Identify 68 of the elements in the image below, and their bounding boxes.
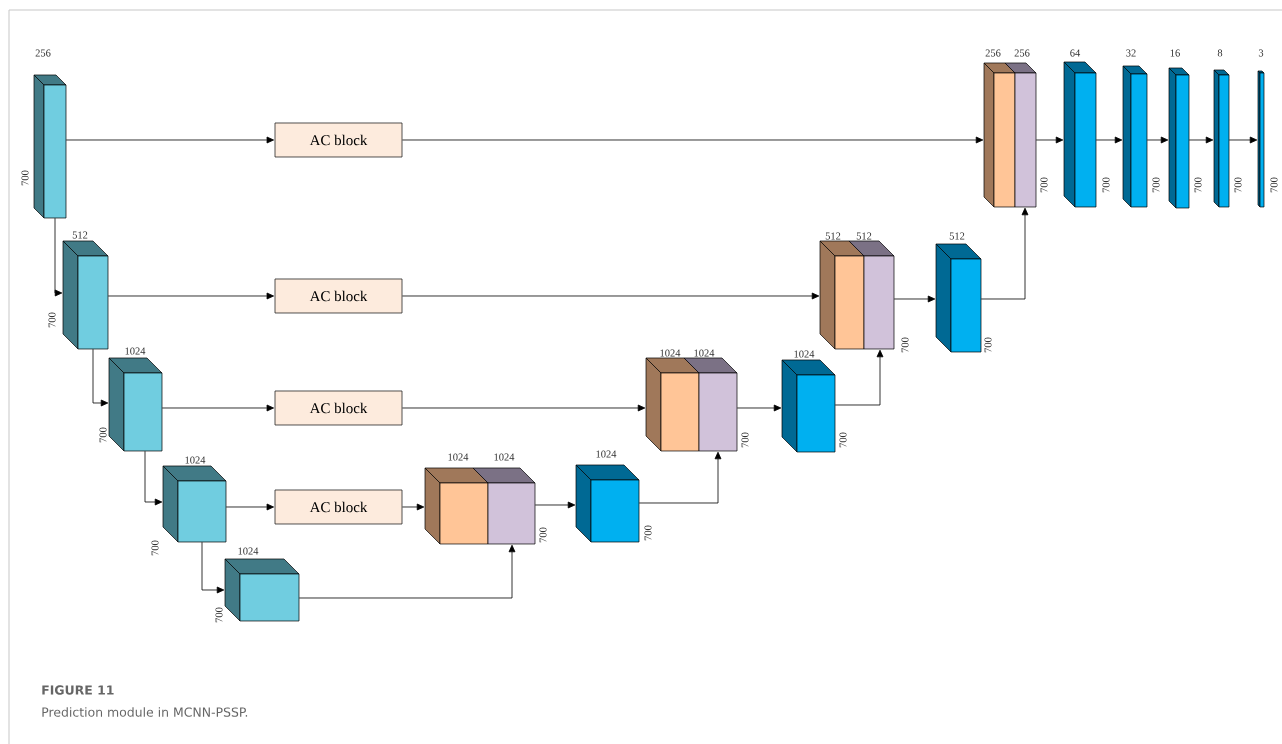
channel-label: 512 bbox=[72, 231, 88, 239]
arrow bbox=[144, 450, 163, 506]
channel-label: 256 bbox=[35, 49, 51, 57]
figure-title: FIGURE 11 bbox=[42, 685, 114, 695]
arrow bbox=[107, 292, 274, 300]
arrow bbox=[161, 404, 274, 412]
arrow bbox=[225, 503, 274, 511]
length-label: 700 bbox=[151, 540, 159, 556]
channel-label: 64 bbox=[1070, 49, 1081, 57]
channel-label: 512 bbox=[856, 232, 872, 240]
arrow bbox=[92, 348, 109, 407]
length-label: 700 bbox=[1270, 177, 1278, 193]
length-label: 700 bbox=[99, 427, 107, 443]
channel-label: 1024 bbox=[494, 453, 515, 461]
channel-label: 1024 bbox=[238, 547, 259, 555]
arrow bbox=[54, 217, 63, 297]
arrow bbox=[1228, 136, 1258, 144]
length-label: 700 bbox=[984, 337, 992, 353]
channel-label: 1024 bbox=[596, 450, 617, 458]
process-box: AC block bbox=[274, 390, 403, 426]
length-label: 700 bbox=[21, 170, 29, 186]
length-label: 700 bbox=[1040, 177, 1048, 193]
channel-label: 512 bbox=[825, 232, 841, 240]
arrow bbox=[893, 295, 936, 303]
arrow bbox=[201, 541, 225, 594]
arrow bbox=[980, 207, 1029, 300]
arrow bbox=[1146, 136, 1169, 144]
length-label: 700 bbox=[1102, 177, 1110, 193]
arrow bbox=[638, 451, 722, 504]
channel-label: 1024 bbox=[448, 453, 469, 461]
process-box: AC block bbox=[274, 122, 403, 158]
arrow bbox=[402, 136, 984, 144]
channel-label: 512 bbox=[949, 232, 965, 240]
length-label: 700 bbox=[901, 337, 909, 353]
length-label: 700 bbox=[539, 527, 547, 543]
process-box: AC block bbox=[274, 489, 403, 525]
length-label: 700 bbox=[48, 312, 56, 328]
channel-label: 1024 bbox=[125, 347, 146, 355]
channel-label: 1024 bbox=[794, 350, 815, 358]
arrow bbox=[1188, 136, 1214, 144]
length-label: 700 bbox=[644, 525, 652, 541]
arrow bbox=[298, 544, 516, 599]
length-label: 700 bbox=[1234, 177, 1242, 193]
channel-label: 8 bbox=[1217, 49, 1223, 57]
channel-label: 3 bbox=[1258, 49, 1264, 57]
arrow bbox=[736, 404, 782, 412]
length-label: 700 bbox=[1194, 177, 1202, 193]
channel-label: 1024 bbox=[660, 349, 681, 357]
arrow bbox=[1095, 136, 1123, 144]
figure-caption: Prediction module in MCNN-PSSP. bbox=[42, 707, 248, 717]
arrow bbox=[402, 292, 820, 300]
arrow bbox=[834, 349, 884, 406]
length-label: 700 bbox=[1152, 177, 1160, 193]
length-label: 700 bbox=[741, 432, 749, 448]
arrow bbox=[402, 404, 646, 412]
arrow bbox=[402, 503, 425, 511]
length-label: 700 bbox=[215, 607, 223, 623]
channel-label: 256 bbox=[985, 49, 1001, 57]
arrow bbox=[65, 136, 274, 144]
channel-label: 1024 bbox=[185, 456, 206, 464]
channel-label: 1024 bbox=[694, 349, 715, 357]
length-label: 700 bbox=[839, 432, 847, 448]
channel-label: 32 bbox=[1126, 49, 1136, 57]
channel-label: 256 bbox=[1014, 49, 1030, 57]
arrow bbox=[1035, 136, 1064, 144]
channel-label: 16 bbox=[1170, 49, 1180, 57]
process-box: AC block bbox=[274, 278, 403, 314]
arrow bbox=[534, 501, 576, 509]
